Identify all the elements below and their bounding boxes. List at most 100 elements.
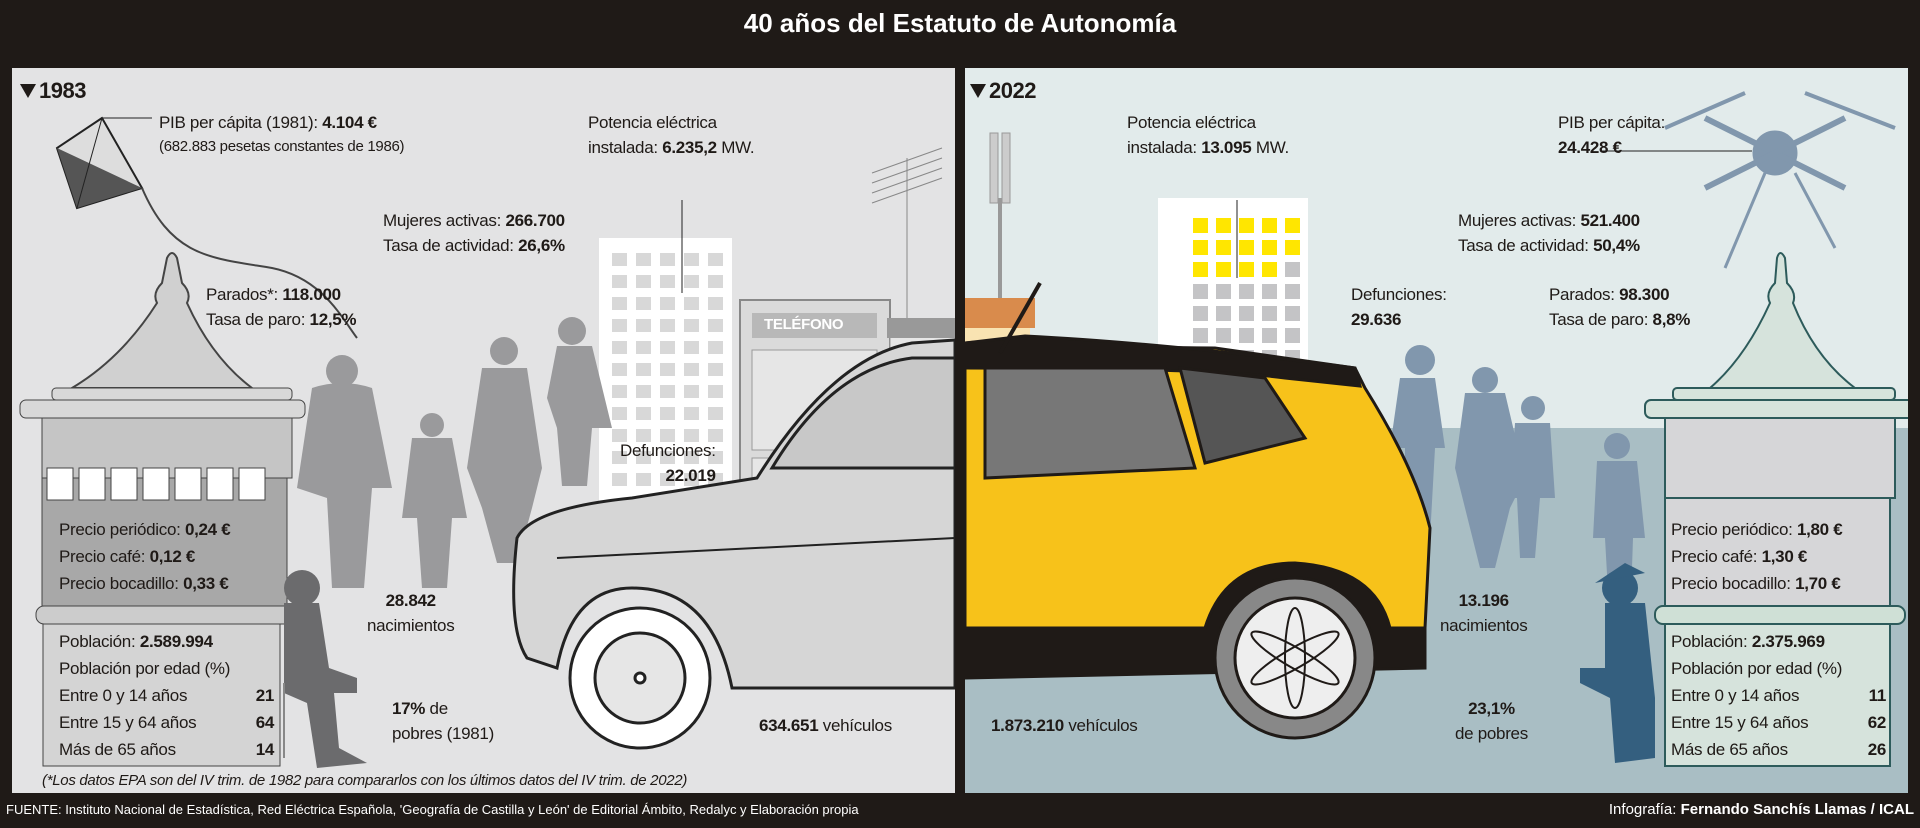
window — [684, 253, 699, 266]
window — [1262, 284, 1277, 299]
illustration-1983 — [19, 116, 955, 768]
window — [1239, 284, 1254, 299]
window — [708, 341, 723, 354]
window — [1239, 262, 1254, 277]
window — [708, 297, 723, 310]
price-row: Precio café: 1,30 € — [1671, 547, 1808, 566]
price-row: Precio bocadillo: 1,70 € — [1671, 574, 1841, 593]
window — [636, 363, 651, 376]
year-heading: 1983 — [20, 78, 86, 104]
window — [684, 297, 699, 310]
people-silhouettes — [297, 317, 612, 588]
window — [684, 385, 699, 398]
window — [684, 451, 699, 464]
window — [708, 407, 723, 420]
window — [660, 341, 675, 354]
window — [612, 341, 627, 354]
window — [708, 385, 723, 398]
triangle-icon — [970, 84, 986, 98]
window — [660, 253, 675, 266]
window — [1285, 218, 1300, 233]
window — [660, 385, 675, 398]
old-car — [512, 338, 955, 750]
window — [612, 473, 627, 486]
window — [636, 319, 651, 332]
window — [1285, 306, 1300, 321]
window — [1262, 240, 1277, 255]
window — [708, 429, 723, 442]
kiosk-1983 — [19, 252, 306, 767]
window — [684, 407, 699, 420]
yellow-car — [965, 282, 1432, 740]
window — [636, 297, 651, 310]
window — [1193, 284, 1208, 299]
window — [1193, 262, 1208, 277]
triangle-icon — [20, 84, 36, 98]
vehiculos: 1.873.210 vehículos — [991, 716, 1138, 735]
window — [612, 319, 627, 332]
window — [1285, 284, 1300, 299]
window — [1262, 306, 1277, 321]
window — [684, 363, 699, 376]
window — [612, 297, 627, 310]
window — [1285, 240, 1300, 255]
prices-table: Precio periódico: 1,80 € Precio café: 1,… — [1671, 516, 1886, 597]
window — [612, 385, 627, 398]
old-man-silhouette — [283, 570, 367, 768]
window — [684, 275, 699, 288]
window — [612, 429, 627, 442]
window — [1239, 306, 1254, 321]
population-table: Población: 2.375.969 Población por edad … — [1671, 628, 1886, 763]
window — [612, 253, 627, 266]
window — [1239, 328, 1254, 343]
window — [684, 341, 699, 354]
window — [660, 363, 675, 376]
window — [684, 473, 699, 486]
window — [684, 429, 699, 442]
pib-label: PIB per cápita (1981): 4.104 € — [159, 113, 377, 132]
window — [636, 275, 651, 288]
window — [708, 363, 723, 376]
price-row: Precio periódico: 0,24 € — [59, 520, 231, 539]
pobres: 23,1%de pobres — [1455, 699, 1528, 743]
year-heading: 2022 — [970, 78, 1036, 104]
window — [636, 407, 651, 420]
vehiculos: 634.651 vehículos — [759, 716, 892, 735]
window — [612, 275, 627, 288]
illustration-2022 — [965, 91, 1908, 793]
window — [708, 253, 723, 266]
credit-footer: Infografía: Fernando Sanchís Llamas / IC… — [1608, 801, 1914, 818]
window — [636, 341, 651, 354]
window — [1216, 218, 1231, 233]
window — [660, 429, 675, 442]
window — [1216, 240, 1231, 255]
price-row: Precio bocadillo: 0,33 € — [59, 574, 229, 593]
window — [1239, 218, 1254, 233]
kite-icon — [55, 116, 358, 339]
window — [1285, 328, 1300, 343]
window — [660, 297, 675, 310]
defunciones: Defunciones:22.019 — [620, 441, 716, 485]
pib-label: PIB per cápita:24.428 € — [1558, 113, 1666, 157]
people-silhouettes — [1390, 345, 1645, 628]
window — [636, 385, 651, 398]
page-title: 40 años del Estatuto de Autonomía — [743, 8, 1177, 38]
window — [636, 473, 651, 486]
window — [636, 253, 651, 266]
window — [1216, 284, 1231, 299]
telefono-sign: TELÉFONO — [764, 316, 844, 333]
footnote: (*Los datos EPA son del IV trim. de 1982… — [42, 772, 688, 789]
pib-note: (682.883 pesetas constantes de 1986) — [159, 138, 405, 155]
